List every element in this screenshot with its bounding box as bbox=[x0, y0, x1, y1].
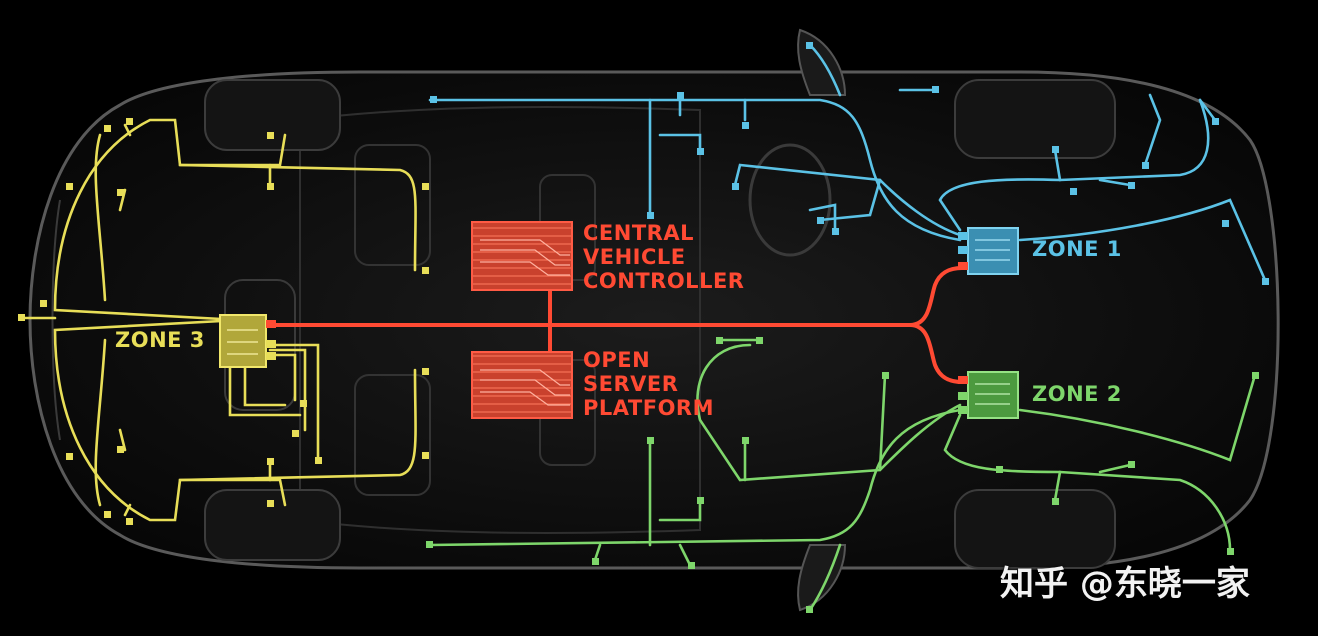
open-server-platform-label: OPEN SERVER PLATFORM bbox=[583, 348, 714, 420]
zone2-module bbox=[958, 371, 1019, 419]
wheel-rear-right bbox=[204, 489, 341, 561]
zone1-label: ZONE 1 bbox=[1032, 237, 1122, 261]
wheel-front-right bbox=[954, 489, 1116, 569]
watermark: 知乎 @东晓一家 bbox=[1000, 564, 1250, 604]
wheel-rear-left bbox=[204, 79, 341, 151]
wheel-front-left bbox=[954, 79, 1116, 159]
server-label-line-2: SERVER bbox=[583, 372, 679, 396]
central-label-line-2: VEHICLE bbox=[583, 245, 686, 269]
zone3-label: ZONE 3 bbox=[115, 328, 205, 352]
zone2-wiring bbox=[428, 338, 1257, 612]
central-backbone bbox=[268, 266, 964, 384]
central-vehicle-controller-label: CENTRAL VEHICLE CONTROLLER bbox=[583, 221, 744, 293]
central-label-line-1: CENTRAL bbox=[583, 221, 694, 245]
server-label-line-3: PLATFORM bbox=[583, 396, 714, 420]
zone3-module bbox=[219, 314, 276, 368]
zone3-wiring bbox=[20, 118, 417, 522]
zone1-wiring bbox=[428, 43, 1267, 282]
central-label-line-3: CONTROLLER bbox=[583, 269, 745, 293]
zone1-connectors bbox=[430, 42, 1269, 285]
central-vehicle-controller-box bbox=[471, 221, 573, 291]
zone1-module bbox=[958, 227, 1019, 275]
open-server-platform-box bbox=[471, 351, 573, 419]
zone3-connectors bbox=[18, 118, 429, 525]
car-body bbox=[28, 28, 1280, 612]
server-label-line-1: OPEN bbox=[583, 348, 651, 372]
zone2-connectors bbox=[426, 337, 1259, 613]
zone2-label: ZONE 2 bbox=[1032, 382, 1122, 406]
